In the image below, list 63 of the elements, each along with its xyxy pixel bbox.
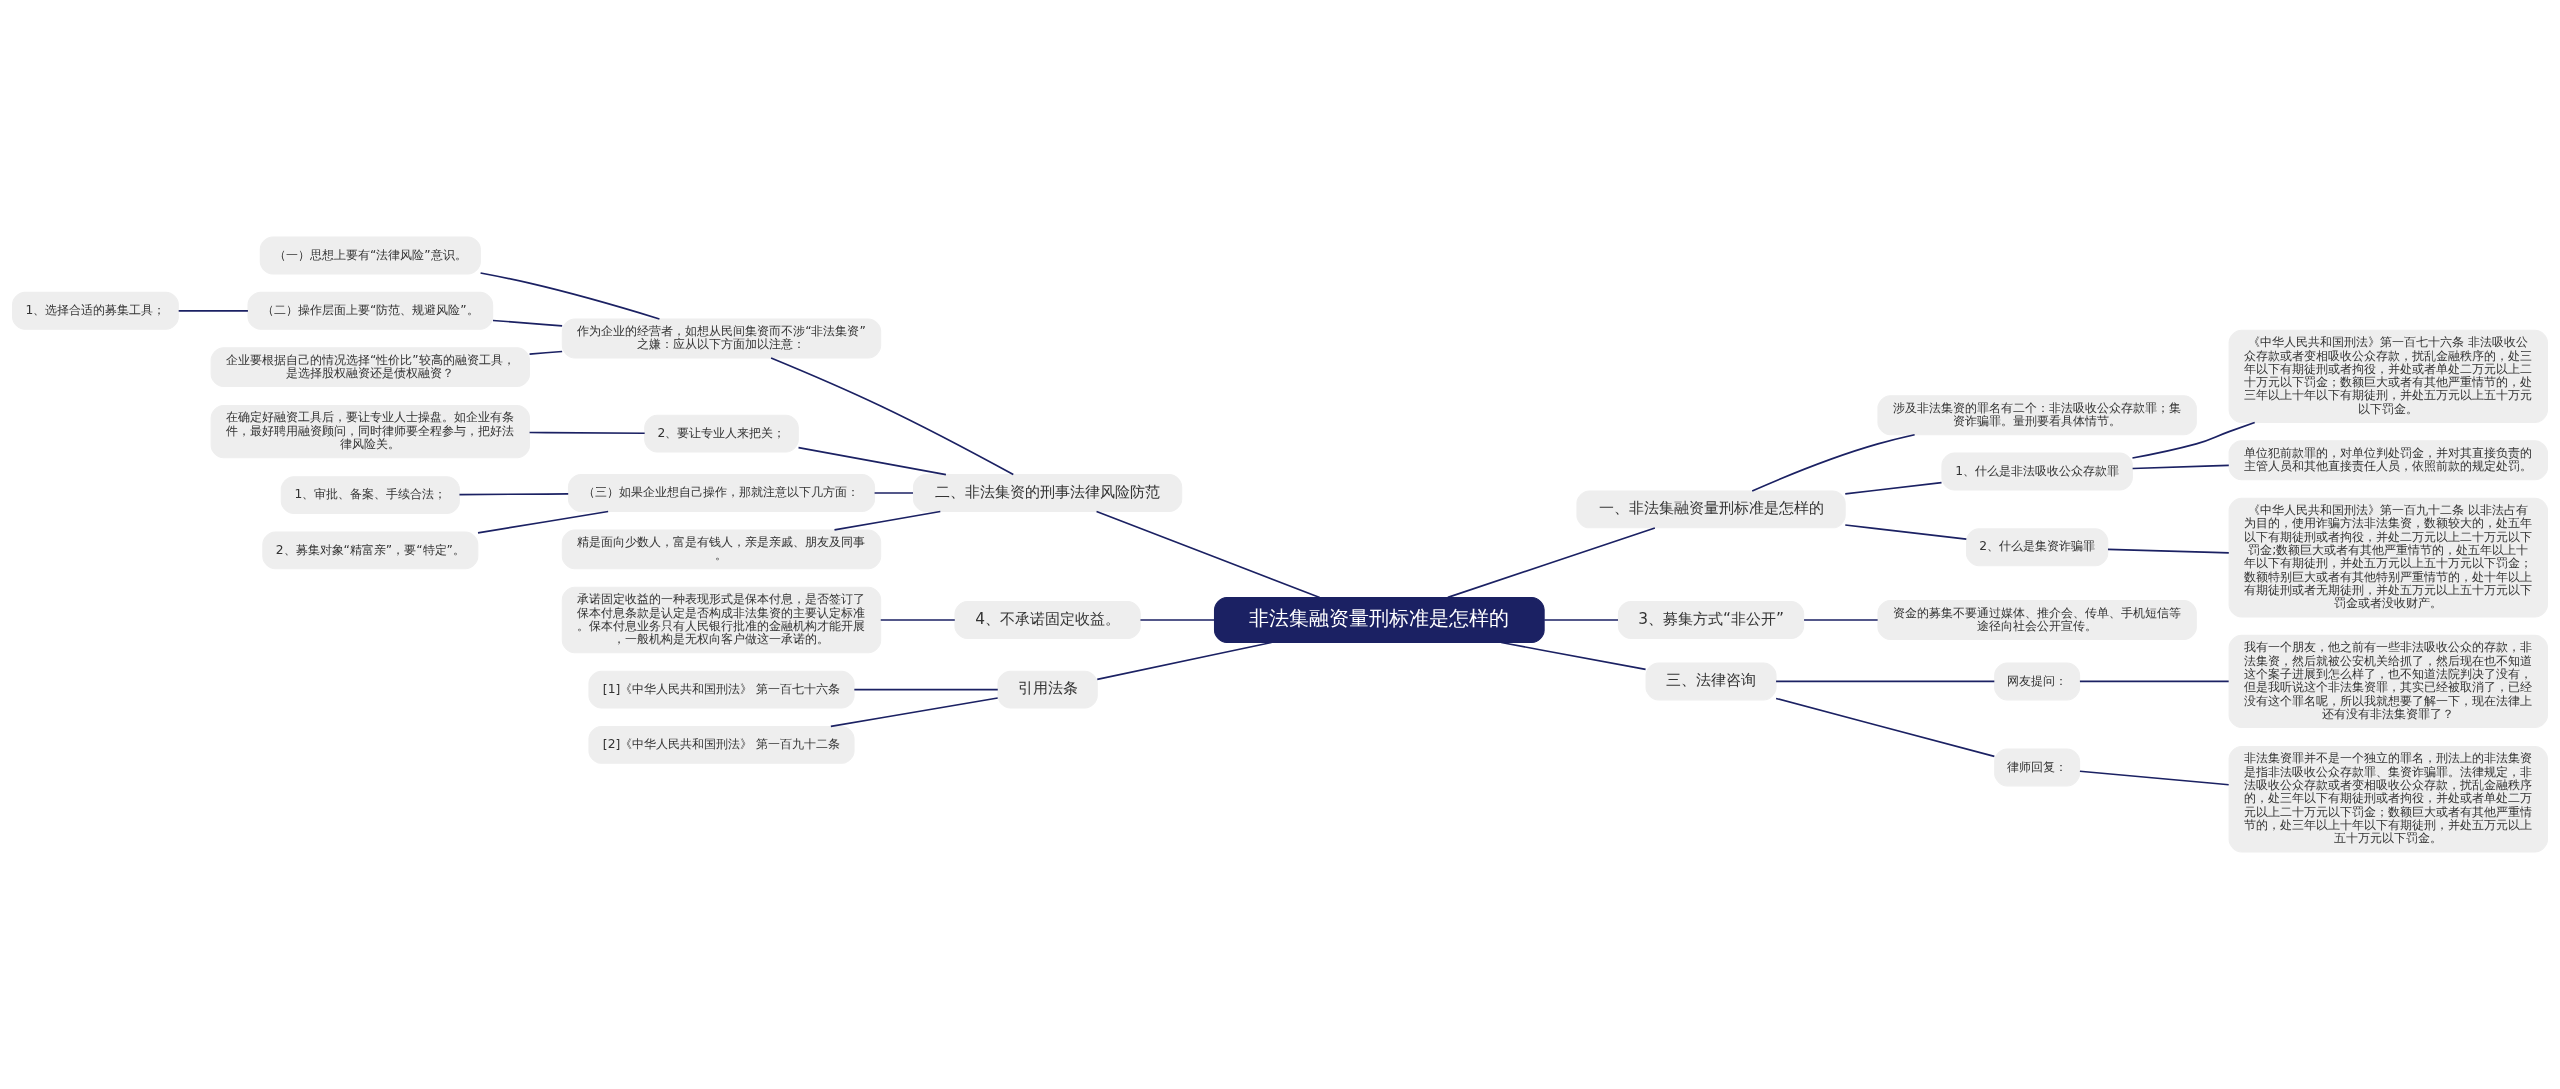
connector: [797, 446, 947, 476]
node-box: 资金的募集不要通过媒体、推介会、传单、手机短信等途径向社会公开宣传。: [1877, 600, 2197, 640]
node-box: 在确定好融资工具后，要让专业人士操盘。如企业有条件，最好聘用融资顾问，同时律师要全程参与，把好法律风险关。: [210, 405, 531, 459]
node-box: 2、什么是集资诈骗罪: [1965, 528, 2109, 567]
connector: [477, 510, 609, 534]
node-box: 网友提问：: [1994, 662, 2081, 701]
node-box: 承诺固定收益的一种表现形式是保本付息，是否签订了保本付息条款是认定是否构成非法集资的主要认定标准。保本付息业务只有人民银行批准的金融机构才能开展，一般机构是无权向客户做这一承诺的。: [561, 586, 882, 654]
connector: [1751, 433, 1916, 492]
node-box: 3、募集方式“非公开”: [1617, 601, 1805, 639]
connector: [177, 310, 249, 312]
node-box: 涉及非法集资的罪名有二个：非法吸收公众存款罪；集资诈骗罪。量刑要看具体情节。: [1877, 395, 2197, 436]
node-box: 《中华人民共和国刑法》第一百七十六条 非法吸收公众存款或者变相吸收公众存款，扰乱金融秩序的，处三年以下有期徒刑或者拘役，并处或者单处二万元以上二十万元以下罚金；数额巨大或者有其他严重情节的，处三年以上十年以下有期徒刑，并处五万元以上五十万元以下罚金。: [2228, 329, 2548, 423]
node-box: 非法集融资量刑标准是怎样的: [1213, 596, 1545, 644]
connector: [2107, 548, 2230, 554]
node-box: 非法集资罪并不是一个独立的罪名，刑法上的非法集资是指非法吸收公众存款罪、集资诈骗罪。法律规定，非法吸收公众存款或者变相吸收公众存款，扰乱金融秩序的，处三年以下有期徒刑或者拘役，并处或者单处二万元以上二十万元以下罚金；数额巨大或者有其他严重情节的，处三年以上十年以下有期徒刑，并处五万元以上五十万元以下罚金。: [2228, 745, 2548, 853]
connector: [528, 350, 563, 355]
connector: [1775, 697, 1996, 758]
connector: [1139, 619, 1216, 621]
connector: [2131, 421, 2256, 459]
connector: [1096, 641, 1273, 681]
connector: [833, 510, 942, 531]
connector: [2079, 770, 2230, 786]
node-box: 引用法条: [997, 670, 1098, 709]
connector: [2079, 680, 2230, 683]
node-box: 企业要根据自己的情况选择“性价比”较高的融资工具，是选择股权融资还是债权融资？: [210, 347, 531, 388]
node-box: 1、什么是非法吸收公众存款罪: [1941, 452, 2133, 491]
node-box: 我有一个朋友，他之前有一些非法吸收公众的存款，非法集资，然后就被公安机关给抓了，然后现在也不知道这个案子进展到怎么样了，也不知道法院判决了没有，但是我听说这个非法集资罪，其实已经被取消了，已经没有这个罪名呢，所以我就想要了解一下，现在法律上还有没有非法集资罪了？: [2228, 634, 2548, 728]
connector: [458, 493, 570, 496]
node-box: （一）思想上要有“法律风险”意识。: [259, 236, 481, 275]
connector: [1543, 619, 1619, 621]
node-box: 2、募集对象“精富亲”，要“特定”。: [262, 531, 479, 570]
node-box: （二）操作层面上要“防范、规避风险”。: [247, 291, 494, 330]
node-box: 单位犯前款罪的，对单位判处罚金，并对其直接负责的主管人员和其他直接责任人员，依照前款的规定处罚。: [2228, 440, 2548, 481]
connector: [873, 492, 914, 494]
connector: [853, 688, 999, 691]
node-box: 律师回复：: [1994, 748, 2081, 787]
connector: [1844, 524, 1968, 540]
connector: [1803, 619, 1879, 621]
connector: [492, 319, 563, 327]
connector: [830, 697, 999, 728]
connector: [2131, 464, 2230, 470]
node-box: 三、法律咨询: [1645, 662, 1777, 701]
node-box: [2]《中华人民共和国刑法》 第一百九十二条: [588, 726, 855, 764]
connector: [1500, 641, 1647, 671]
node-box: 精是面向少数人，富是有钱人，亲是亲戚、朋友及同事。: [561, 529, 882, 570]
connector: [879, 619, 956, 621]
node-box: （三）如果企业想自己操作，那就注意以下几方面：: [567, 474, 876, 512]
node-box: 1、审批、备案、手续合法；: [280, 476, 460, 515]
node-box: 作为企业的经营者，如想从民间集资而不涉“非法集资”之嫌：应从以下方面加以注意：: [561, 318, 882, 359]
connector: [770, 357, 1015, 476]
connector: [1844, 481, 1943, 495]
node-box: 1、选择合适的募集工具；: [12, 291, 179, 330]
node-box: [1]《中华人民共和国刑法》 第一百七十六条: [588, 670, 855, 709]
connector: [479, 272, 661, 320]
connector: [528, 431, 646, 435]
node-box: 一、非法集融资量刑标准是怎样的: [1576, 490, 1846, 529]
node-box: 2、要让专业人来把关；: [644, 414, 799, 453]
connector: [1775, 680, 1996, 683]
node-box: 《中华人民共和国刑法》第一百九十二条 以非法占有为目的，使用诈骗方法非法集资，数额较大的，处五年以下有期徒刑或者拘役，并处二万元以上二十万元以下罚金;数额巨大或者有其他严重情节的，处五年以上十年以下有期徒刑，并处五万元以上五十万元以下罚金；数额特别巨大或者有其他特别严重情节的，处十年以上有期徒刑或者无期徒刑，并处五万元以上五十万元以下罚金或者没收财产。: [2228, 497, 2548, 618]
node-box: 二、非法集资的刑事法律风险防范: [912, 474, 1183, 512]
connector: [1447, 527, 1656, 599]
connector: [1095, 510, 1321, 599]
node-box: 4、不承诺固定收益。: [954, 601, 1141, 639]
